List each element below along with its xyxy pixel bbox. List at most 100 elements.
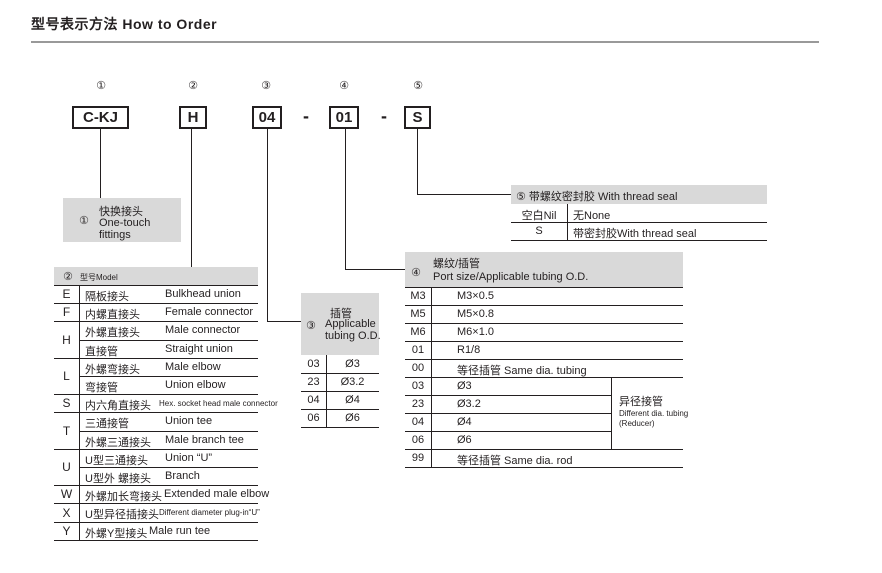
model-row-cn: 三通接管	[85, 418, 129, 431]
port-table-en: Port size/Applicable tubing O.D.	[433, 271, 589, 283]
port-row-code: 03	[411, 380, 425, 392]
model-row-cn: 内螺直接头	[85, 309, 140, 322]
model-row-cn: U型异径插接头	[85, 509, 159, 522]
model-row-en: Bulkhead union	[165, 288, 241, 300]
table-rule	[54, 394, 258, 396]
tube-table-en2: tubing O.D.	[325, 330, 381, 342]
tube-row-code: 03	[307, 358, 320, 370]
model-row-en: Male connector	[165, 324, 241, 337]
connector-line	[345, 129, 346, 269]
model-row-cn: 外螺Y型接头	[85, 527, 148, 540]
port-row-value: Ø6	[457, 434, 472, 446]
table-rule	[54, 448, 258, 450]
port-table-cn: 螺纹/插管	[433, 258, 481, 270]
model-row-cn: 隔板接头	[85, 291, 129, 303]
table-rule	[405, 323, 683, 324]
table-rule	[405, 341, 683, 342]
table-rule	[405, 449, 683, 450]
model-row-cn: 弯接管	[85, 382, 118, 394]
tube-table-number: ③	[306, 320, 316, 332]
series-box-en2: fittings	[99, 229, 131, 241]
model-row-en: Female connector	[165, 306, 254, 319]
model-row-en: Union “U”	[165, 451, 213, 464]
port-row-value: R1/8	[457, 344, 481, 356]
connector-line	[267, 321, 301, 322]
model-row-en: Different diameter plug-in“U”	[159, 508, 260, 518]
table-rule	[405, 467, 683, 468]
table-rule	[511, 240, 767, 241]
tube-row-code: 04	[307, 394, 320, 406]
series-box-number: ①	[79, 215, 89, 227]
port-row-code: 99	[411, 452, 425, 464]
port-row-code: 23	[411, 398, 425, 410]
seal-table-header	[511, 185, 767, 204]
code-number-2: ②	[188, 80, 198, 92]
model-row-code: X	[62, 505, 71, 520]
table-rule	[54, 539, 258, 541]
tube-table-cn: 插管	[330, 308, 352, 320]
table-rule	[611, 377, 612, 449]
reducer-label-en2: (Reducer)	[619, 419, 655, 428]
model-row-cn: U型外 螺接头	[85, 473, 151, 485]
model-row-cn: 直接管	[85, 345, 118, 358]
tube-row-code: 23	[307, 376, 320, 388]
port-row-value: Ø4	[457, 416, 472, 428]
model-row-en: Straight union	[165, 342, 233, 355]
tube-table-header	[301, 293, 379, 355]
model-row-code: W	[60, 487, 73, 502]
model-row-code: F	[62, 305, 71, 320]
title-divider	[31, 41, 819, 43]
tube-row-value: Ø6	[345, 412, 360, 424]
series-box-cn: 快换接头	[99, 206, 143, 218]
model-row-en: Male elbow	[165, 360, 221, 373]
tube-table-en1: Applicable	[325, 318, 376, 330]
table-rule	[611, 449, 683, 450]
model-row-code: U	[62, 460, 71, 474]
tube-row-code: 06	[307, 412, 320, 424]
code-number-5: ⑤	[413, 80, 423, 92]
table-rule	[79, 376, 258, 377]
model-row-code: L	[63, 369, 70, 383]
table-rule	[405, 395, 611, 396]
tube-row-value: Ø3	[345, 358, 360, 370]
port-row-code: M3	[410, 290, 426, 302]
reducer-label-cn: 异径接管	[619, 396, 663, 408]
port-table-number: ④	[411, 267, 421, 279]
model-row-en: Extended male elbow	[164, 488, 270, 501]
connector-line	[417, 194, 511, 195]
model-row-en: Union tee	[165, 415, 213, 428]
connector-line	[191, 129, 192, 267]
tube-row-value: Ø4	[345, 394, 360, 406]
table-rule	[54, 412, 258, 414]
table-rule	[79, 430, 258, 432]
model-table-header-label: 型号Model	[80, 273, 118, 282]
model-row-code: S	[62, 396, 71, 411]
model-row-cn: 外螺弯接头	[85, 363, 140, 376]
table-rule	[54, 303, 258, 305]
model-table-header	[54, 267, 258, 285]
model-row-cn: U型三通接头	[85, 454, 148, 467]
table-rule	[54, 503, 258, 505]
model-row-en: Male run tee	[149, 524, 211, 537]
model-row-en: Branch	[165, 470, 200, 482]
table-rule	[405, 431, 611, 432]
code-number-4: ④	[339, 80, 349, 92]
connector-line	[417, 129, 418, 194]
port-row-code: 01	[411, 344, 425, 356]
model-row-cn: 外螺加长弯接头	[85, 491, 162, 504]
port-row-value: M6×1.0	[457, 326, 494, 338]
table-rule	[567, 204, 568, 240]
table-rule	[405, 305, 683, 306]
table-rule	[79, 467, 258, 468]
model-row-en: Hex. socket head male connector	[159, 399, 278, 409]
model-row-cn: 外螺直接头	[85, 327, 140, 340]
seal-table-header-label: ⑤ 带螺纹密封胶 With thread seal	[516, 191, 678, 203]
port-row-value: 等径插管 Same dia. tubing	[457, 365, 587, 377]
port-row-value: Ø3.2	[457, 398, 481, 410]
table-rule	[54, 321, 258, 323]
port-row-value: M5×0.8	[457, 308, 494, 320]
model-row-code: E	[62, 287, 71, 302]
